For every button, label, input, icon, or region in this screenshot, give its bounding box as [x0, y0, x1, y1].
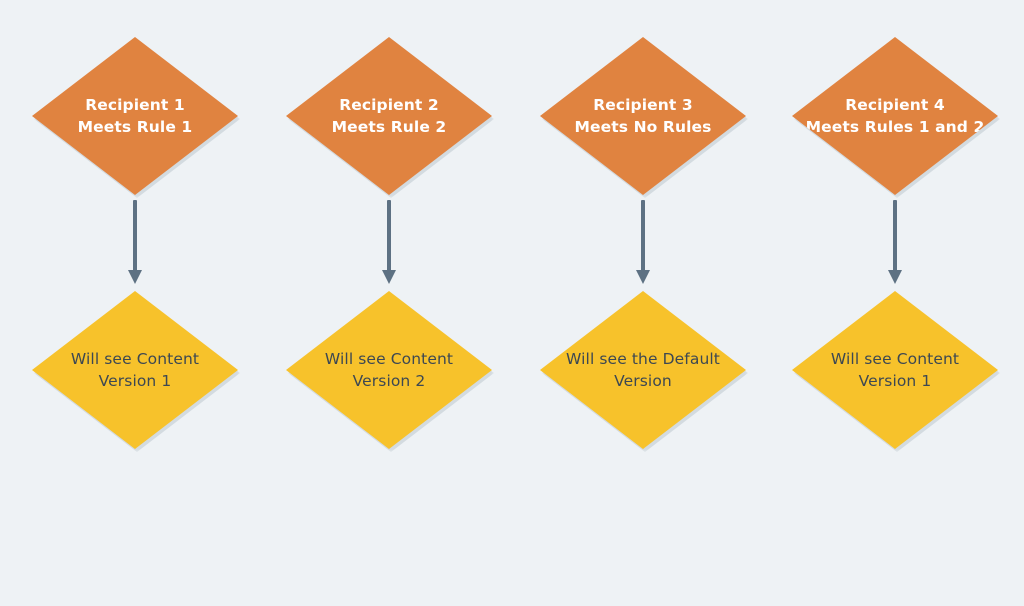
rule-node-3[interactable]: Recipient 3 Meets No Rules [540, 37, 746, 195]
flow-arrow-1 [127, 200, 143, 286]
outcome-node-label: Will see Content Version 1 [70, 350, 200, 390]
outcome-node-label: Will see Content Version 1 [830, 350, 960, 390]
arrow-line [641, 200, 645, 272]
outcome-node-4[interactable]: Will see Content Version 1 [792, 291, 998, 449]
outcome-node-label: Will see the Default Version [566, 350, 720, 390]
rule-node-label: Recipient 3 Meets No Rules [574, 96, 712, 136]
diagram-column-2: Recipient 2 Meets Rule 2 Will see Conten… [284, 0, 494, 606]
rule-node-1[interactable]: Recipient 1 Meets Rule 1 [32, 37, 238, 195]
arrow-head-icon [128, 270, 142, 284]
flow-arrow-3 [635, 200, 651, 286]
outcome-node-3[interactable]: Will see the Default Version [540, 291, 746, 449]
rule-node-label: Recipient 4 Meets Rules 1 and 2 [805, 96, 985, 136]
diagram-column-1: Recipient 1 Meets Rule 1 Will see Conten… [30, 0, 240, 606]
diagram-column-4: Recipient 4 Meets Rules 1 and 2 Will see… [790, 0, 1000, 606]
arrow-head-icon [382, 270, 396, 284]
arrow-line [133, 200, 137, 272]
arrow-head-icon [888, 270, 902, 284]
outcome-node-2[interactable]: Will see Content Version 2 [286, 291, 492, 449]
rule-node-label: Recipient 2 Meets Rule 2 [331, 96, 447, 136]
flow-arrow-2 [381, 200, 397, 286]
arrow-line [893, 200, 897, 272]
diagram-column-3: Recipient 3 Meets No Rules Will see the … [538, 0, 748, 606]
flow-arrow-4 [887, 200, 903, 286]
outcome-node-1[interactable]: Will see Content Version 1 [32, 291, 238, 449]
arrow-line [387, 200, 391, 272]
outcome-node-label: Will see Content Version 2 [324, 350, 454, 390]
rule-node-4[interactable]: Recipient 4 Meets Rules 1 and 2 [792, 37, 998, 195]
rule-node-label: Recipient 1 Meets Rule 1 [77, 96, 193, 136]
arrow-head-icon [636, 270, 650, 284]
rule-node-2[interactable]: Recipient 2 Meets Rule 2 [286, 37, 492, 195]
